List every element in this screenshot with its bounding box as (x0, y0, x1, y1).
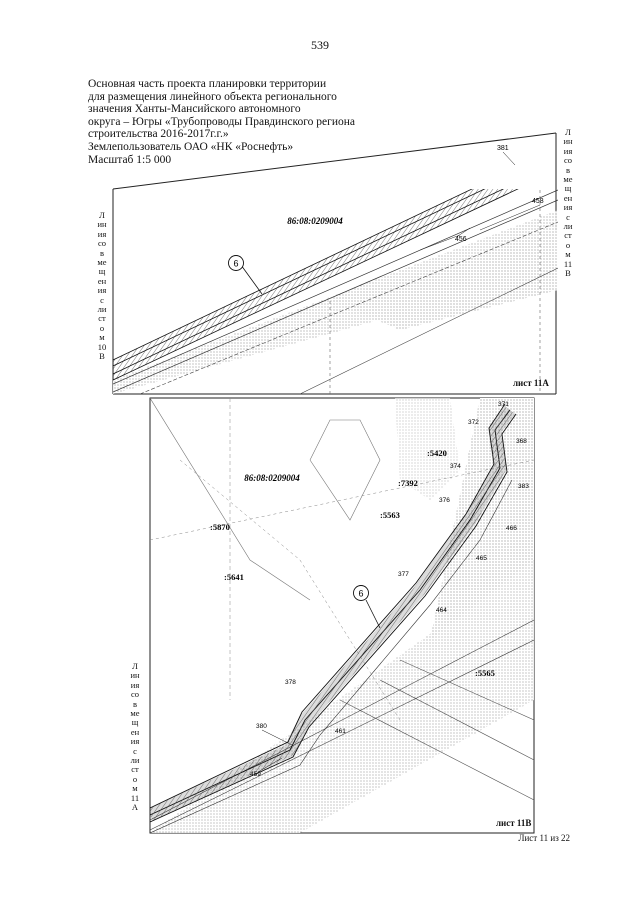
point-label: 461 (335, 728, 346, 735)
point-label: 374 (450, 463, 461, 470)
map-b: 6 86:08:0209004 :5420 :7392 :5563 :5870 … (149, 397, 535, 834)
header-line: строительства 2016-2017г.г.» (88, 128, 229, 141)
header-line: округа – Югры «Трубопроводы Правдинского… (88, 115, 356, 128)
pipeline-marker-circle-b (353, 585, 369, 601)
point-label: 458 (532, 198, 544, 205)
document-header: Основная часть проекта планировки террит… (88, 78, 388, 166)
sheet-label-b: лист 11В (496, 818, 532, 828)
cadastral-number-a: 86:08:0209004 (287, 216, 343, 226)
scale-line: Масштаб 1:5 000 (88, 153, 172, 166)
point-label: 371 (498, 401, 509, 408)
parcel-label: :5641 (224, 572, 244, 582)
point-label: 456 (455, 236, 467, 243)
point-label: 381 (497, 145, 509, 152)
point-label: 380 (256, 723, 267, 730)
point-label: 383 (518, 483, 529, 490)
cadastral-number-b: 86:08:0209004 (244, 473, 300, 483)
point-label: 466 (506, 525, 517, 532)
point-label: 459 (250, 771, 261, 778)
parcel-label: :5420 (427, 448, 447, 458)
header-line: для размещения линейного объекта региона… (88, 90, 337, 103)
parcel-label: :5870 (210, 522, 230, 532)
point-label: 372 (468, 419, 479, 426)
map-a: 6 86:08:0209004 381 458 456 (112, 132, 558, 395)
point-label: 376 (439, 497, 450, 504)
point-label: 377 (398, 571, 409, 578)
parcel-label: :7392 (398, 478, 418, 488)
point-label: 368 (516, 438, 527, 445)
pipeline-marker-b: 6 (358, 589, 363, 599)
pipeline-marker-a: 6 (233, 259, 238, 269)
point-label: 465 (476, 555, 487, 562)
parcel-label: :5563 (380, 510, 400, 520)
point-label: 378 (285, 679, 296, 686)
header-line: Землепользователь ОАО «НК «Роснефть» (88, 140, 294, 153)
sheet-footer: Лист 11 из 22 (518, 833, 570, 843)
point-label: 464 (436, 607, 447, 614)
header-line: Основная часть проекта планировки террит… (88, 78, 327, 90)
sheet-label-a: лист 11А (513, 378, 549, 388)
header-line: значения Ханты-Мансийского автономного (88, 103, 301, 116)
page-number: 539 (311, 38, 329, 52)
pipeline-marker-circle-a (228, 255, 244, 271)
parcel-label: :5565 (475, 668, 495, 678)
